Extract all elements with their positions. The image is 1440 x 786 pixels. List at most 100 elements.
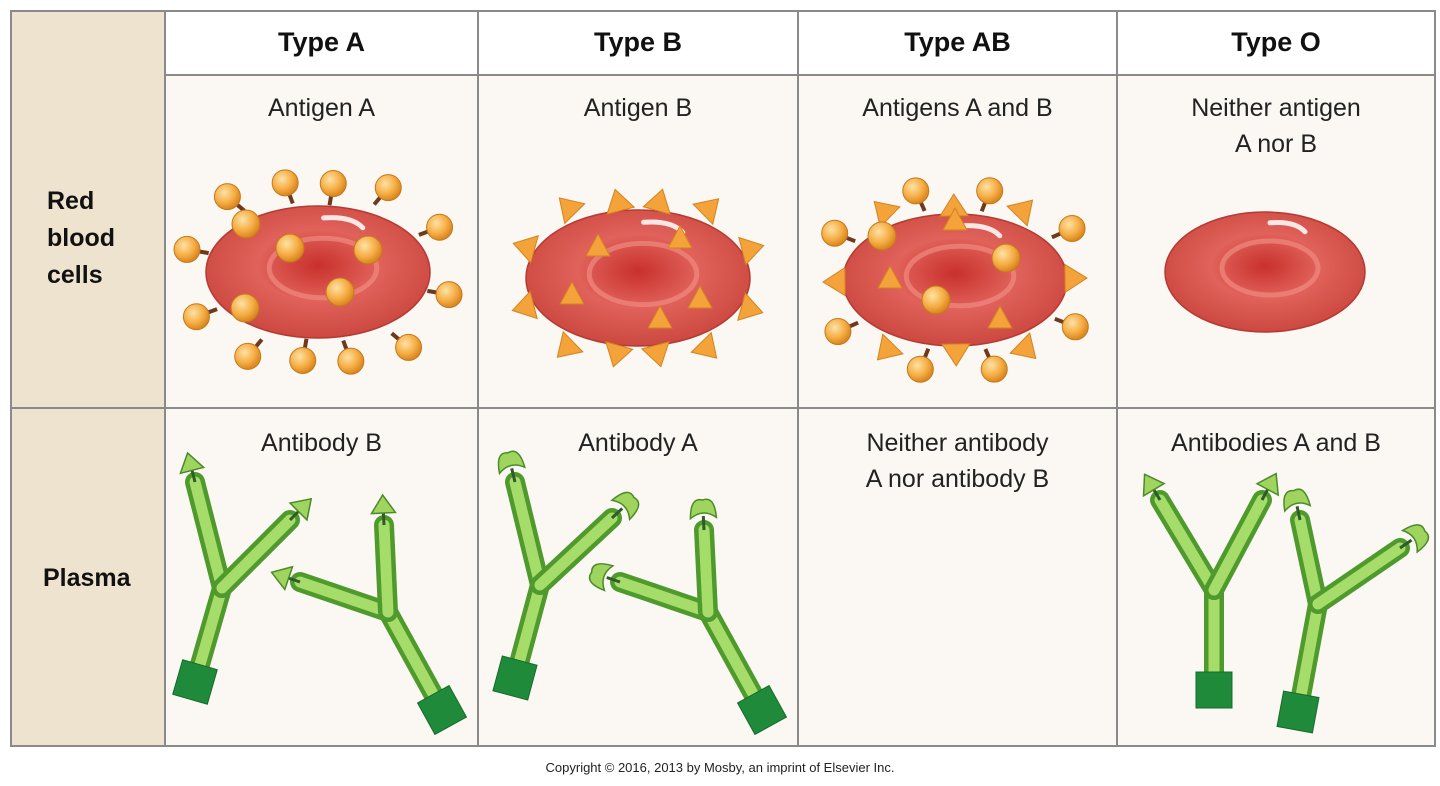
copyright-notice: Copyright © 2016, 2013 by Mosby, an impr… — [545, 760, 895, 775]
antibody-binding-site — [497, 450, 526, 483]
antibody-base-square — [492, 655, 538, 701]
antibody-arm — [702, 606, 768, 716]
antigen-sphere — [275, 233, 305, 263]
antigen-sphere — [1058, 214, 1086, 242]
antibody-arm — [534, 512, 618, 591]
antibody-arm — [1312, 542, 1406, 610]
antibody-arm — [294, 576, 394, 618]
antibody-base — [416, 684, 468, 736]
antibody-tip-triangle — [179, 451, 206, 475]
antibody-base — [1195, 671, 1233, 709]
antigen-label: Antigen A — [267, 94, 376, 122]
antibody-linker — [1399, 538, 1413, 550]
red-blood-cells-group — [173, 169, 1366, 383]
antigen-b-marker — [738, 236, 765, 266]
grid-line — [164, 10, 166, 747]
antigen-sphere — [173, 235, 201, 263]
antigen-sphere — [271, 169, 299, 197]
antigen-sphere — [213, 183, 241, 211]
antigen-a-marker — [173, 235, 210, 263]
antigen-b-marker — [876, 333, 904, 361]
antigen-b-marker — [941, 343, 971, 367]
antigen-sphere — [231, 209, 261, 239]
antigen-a-marker — [980, 348, 1008, 383]
antibody-arm — [216, 514, 296, 594]
row-label-plasma: Plasma — [43, 564, 131, 592]
antibody — [1276, 488, 1430, 734]
antibody-arm — [1154, 494, 1220, 596]
antigen-sphere — [325, 277, 355, 307]
red-blood-cell — [1164, 211, 1366, 333]
antibody-base — [492, 655, 538, 701]
antibody-base — [736, 684, 788, 736]
antibody-binding-site — [270, 565, 301, 592]
antigen-b-marker — [647, 304, 673, 329]
antibody-label: Neither antibody A nor antibody B — [865, 429, 1050, 493]
antigen-sphere — [867, 221, 897, 251]
cell-dimple — [586, 240, 700, 308]
antigen-b-marker — [556, 330, 584, 358]
antigen-b-marker — [822, 266, 846, 297]
antigen-sphere — [921, 285, 951, 315]
cell-body — [1164, 211, 1366, 333]
antibody-arm — [1208, 494, 1268, 596]
antigen-b-marker — [687, 284, 713, 309]
antibody-linker — [610, 507, 624, 520]
antigen-a-marker — [289, 338, 317, 374]
antibody-tip-cup — [588, 563, 615, 592]
antigen-b-marker — [640, 341, 670, 368]
grid-line — [10, 745, 1435, 747]
antibody-tip-triangle — [370, 493, 397, 515]
antigen-sphere — [230, 293, 260, 323]
antibody-tip-cup — [1283, 488, 1312, 513]
antigen-sphere — [426, 213, 454, 241]
antigen-a-marker — [906, 347, 934, 383]
antigen-a-marker — [182, 303, 218, 331]
column-header-type-ab: Type AB — [798, 10, 1117, 75]
red-blood-cell — [525, 209, 751, 347]
antigen-label: Antigens A and B — [862, 94, 1053, 122]
grid-line — [797, 10, 799, 747]
cell-dimple — [266, 235, 380, 301]
antibody-arm — [378, 519, 394, 618]
antibody-binding-site — [689, 498, 718, 531]
antigen-b-marker — [877, 264, 903, 289]
antibody-linker — [1295, 505, 1302, 521]
antibody-tip-cup — [497, 450, 526, 476]
antibody-tip-cup — [610, 491, 640, 522]
plasma-cell-type-ab: Neither antibody A nor antibody B — [798, 408, 1117, 746]
antigen-a-marker — [976, 177, 1004, 213]
antigen-b-marker — [585, 232, 611, 257]
antibody-tip-triangle — [288, 497, 313, 522]
antigen-label: Antigen B — [583, 94, 693, 122]
antibody-tip-triangle — [270, 565, 294, 592]
antibody-binding-site — [1283, 488, 1312, 521]
antigen-sphere — [289, 346, 317, 374]
antigen-b-marker — [942, 206, 968, 231]
antibody-base — [1276, 690, 1320, 734]
antibody — [492, 450, 640, 701]
antigen-b-marker — [559, 280, 585, 305]
antigen-a-marker — [271, 169, 299, 205]
antibody-base-square — [172, 659, 218, 705]
grid-line — [165, 74, 1435, 76]
cell-dimple — [903, 243, 1017, 309]
row-label-line: Red — [47, 187, 95, 215]
antibody-base-square — [736, 684, 788, 736]
antigen-sphere — [1061, 313, 1089, 341]
antigen-sphere — [902, 177, 930, 205]
antigen-sphere — [976, 177, 1004, 205]
antibody — [172, 451, 313, 705]
antibody-arm — [189, 476, 228, 594]
antigen-b-marker — [873, 200, 901, 228]
antigen-b-marker — [558, 197, 586, 225]
antibody-binding-site — [588, 563, 621, 592]
antibody — [1142, 472, 1280, 709]
antibody-binding-site — [179, 451, 206, 483]
antigen-b-marker — [737, 292, 764, 321]
antigen-a-marker — [821, 219, 856, 247]
antigen-a-marker — [213, 183, 246, 213]
antibody-tip-cup — [689, 498, 718, 521]
antibody-base-square — [1276, 690, 1320, 734]
antibody-arm — [614, 576, 714, 618]
